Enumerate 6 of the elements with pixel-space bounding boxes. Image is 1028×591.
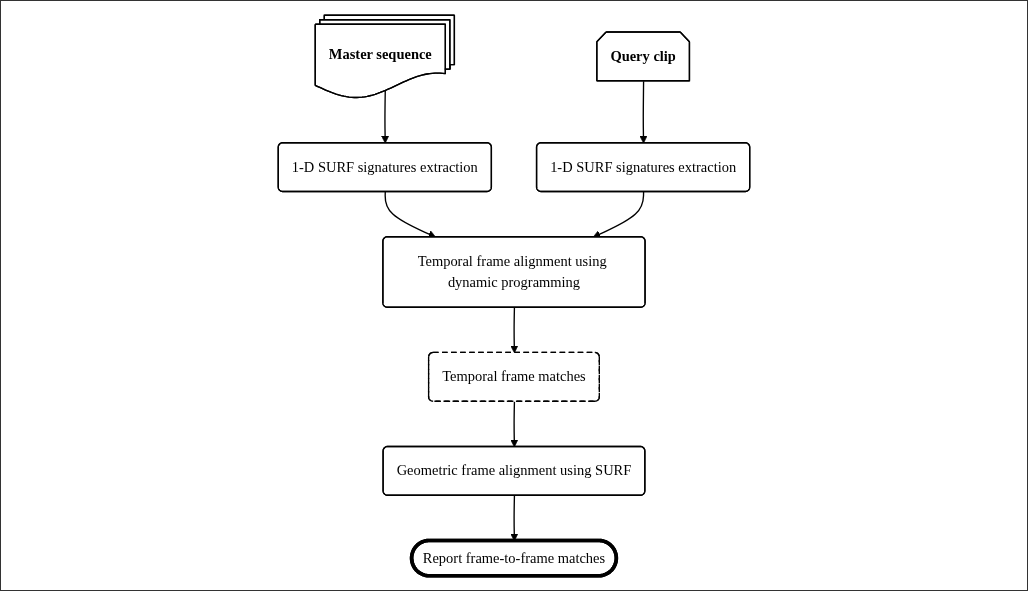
arrow [592,191,645,238]
arrow [510,401,519,448]
arrow [510,307,519,354]
arrow [381,90,390,144]
arrow [639,80,648,144]
arrow [384,191,437,238]
